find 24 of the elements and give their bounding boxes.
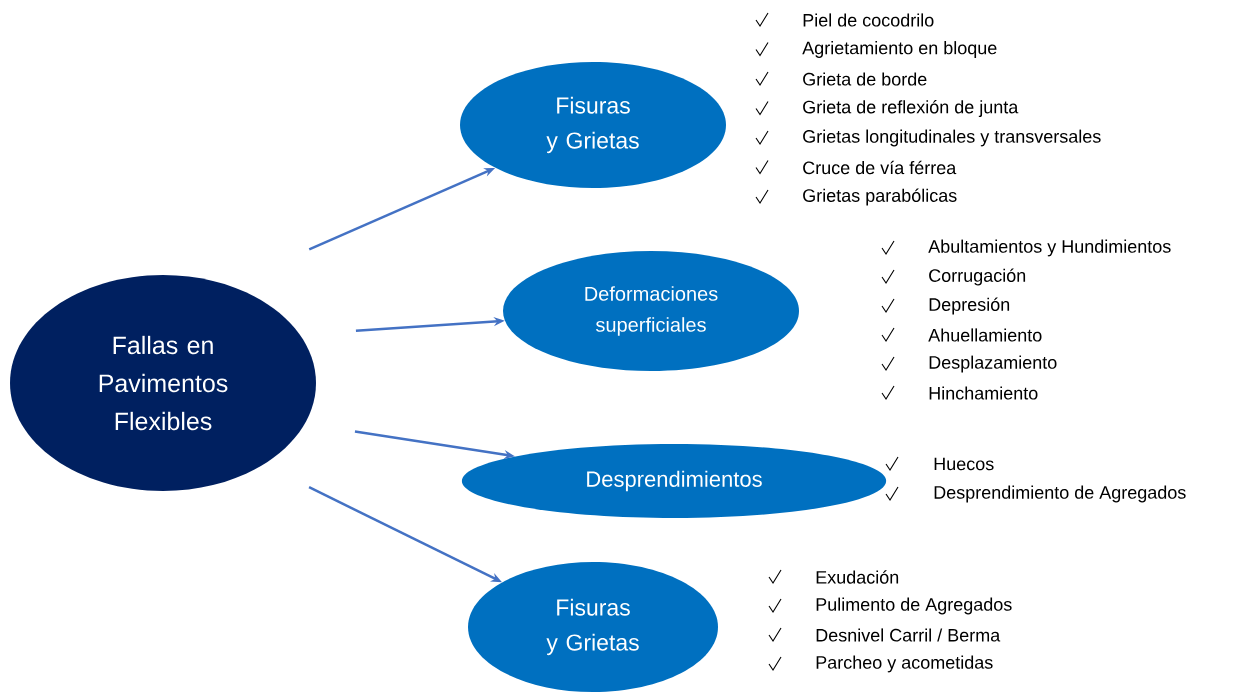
list-item: Hinchamiento — [929, 386, 1038, 400]
ellipse-node: Desprendimientos — [461, 444, 887, 518]
list-item: Ahuellamiento — [928, 328, 1042, 342]
ellipse-node: Fisuras y Grietas — [460, 62, 726, 188]
list-item: Abultamientos y Hundimientos — [928, 239, 1171, 257]
list-item: Piel de cocodrilo — [803, 13, 934, 27]
list-item: Exudación — [816, 570, 899, 584]
list-item: Huecos — [934, 457, 994, 471]
list-item: Grieta de reflexión de junta — [803, 100, 1019, 117]
ellipse-node: Fisuras y Grietas — [468, 562, 718, 692]
list-item: Pulimento de Agregados — [816, 597, 1012, 615]
list-item: Desnivel Carril / Berma — [816, 628, 1001, 642]
list-item: Desplazamiento — [929, 355, 1057, 373]
list-item: Agrietamiento en bloque — [802, 41, 997, 58]
ellipse-node: Fallas en Pavimentos Flexibles — [10, 275, 316, 491]
list-item: Grieta de borde — [803, 72, 927, 86]
list-item: Grietas parabólicas — [803, 188, 957, 206]
list-item: Corrugación — [929, 268, 1026, 286]
list-item: Parcheo y acometidas — [816, 655, 993, 673]
ellipse-node: Deformaciones superficiales — [503, 251, 799, 371]
list-item: Desprendimiento de Agregados — [934, 485, 1186, 503]
list-item: Depresión — [929, 297, 1010, 315]
list-item: Grietas longitudinales y transversales — [803, 129, 1101, 147]
list-item: Cruce de vía férrea — [803, 160, 957, 175]
